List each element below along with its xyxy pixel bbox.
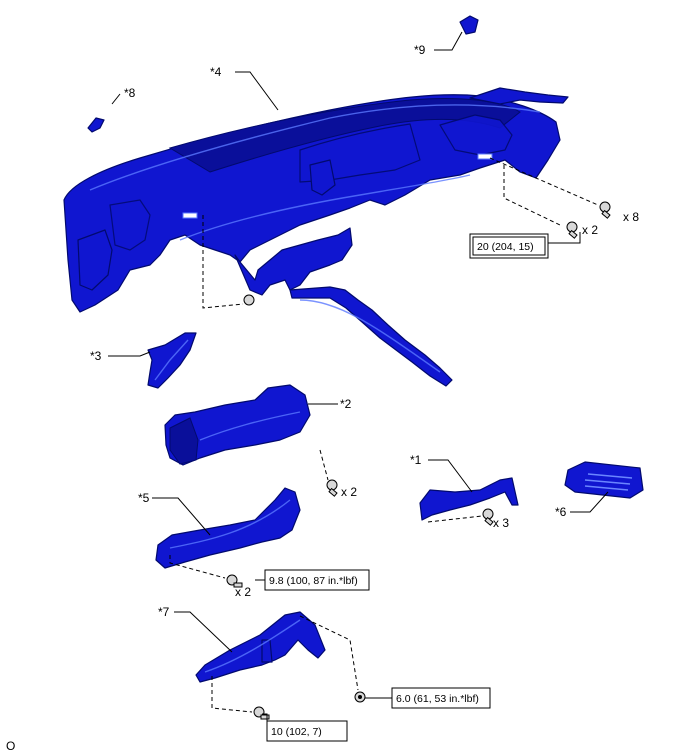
part-label-6: *6 [555, 505, 567, 519]
part-label-5: *5 [138, 491, 150, 505]
quantity-x3: x 3 [493, 516, 509, 530]
clip-part-9 [459, 15, 479, 35]
bolt-icon [253, 706, 270, 720]
bolt-icon [599, 201, 611, 219]
torque-value-2: 9.8 (100, 87 in.*lbf) [269, 575, 358, 587]
bolts [226, 201, 611, 720]
bolt-icon [566, 221, 578, 239]
bracket-part-1 [419, 477, 519, 521]
air-duct-part-2 [164, 384, 311, 466]
bracket-part-7 [195, 611, 326, 683]
quantity-x8: x 8 [623, 210, 639, 224]
instrument-panel-frame [63, 87, 569, 387]
bolt-icon [243, 294, 255, 306]
leader-lines [108, 31, 609, 730]
part-label-1: *1 [410, 453, 422, 467]
part-label-2: *2 [340, 397, 352, 411]
part-label-7: *7 [158, 605, 170, 619]
bolt-icon [482, 508, 494, 526]
part-label-3: *3 [90, 349, 102, 363]
corner-mark: O [6, 739, 15, 753]
quantity-labels: x 8 x 2 x 2 x 3 x 2 [235, 210, 639, 599]
torque-value-3: 6.0 (61, 53 in.*lbf) [396, 693, 479, 705]
clip-part-8 [87, 117, 105, 133]
quantity-x2-top: x 2 [582, 223, 598, 237]
bolt-icon [226, 574, 243, 588]
quantity-x2-brace: x 2 [235, 585, 251, 599]
torque-value-1: 20 (204, 15) [477, 241, 534, 253]
torque-spec-3: 6.0 (61, 53 in.*lbf) [391, 687, 491, 709]
torque-spec-1: 20 (204, 15) [469, 233, 549, 259]
torque-spec-2: 9.8 (100, 87 in.*lbf) [264, 569, 370, 591]
bolt-icon [354, 691, 366, 703]
part-label-8: *8 [124, 86, 136, 100]
torque-spec-4: 10 (102, 7) [266, 720, 348, 742]
quantity-x2-duct: x 2 [341, 485, 357, 499]
connection-lines [169, 157, 599, 713]
part-label-4: *4 [210, 65, 222, 79]
part-label-9: *9 [414, 43, 426, 57]
torque-value-4: 10 (102, 7) [271, 726, 322, 738]
brace-part-5 [155, 487, 301, 569]
vent-part-6 [564, 461, 644, 499]
bolt-icon [326, 479, 338, 497]
part-labels: *4 *8 *9 *3 *2 *1 *5 *6 *7 [90, 43, 567, 619]
